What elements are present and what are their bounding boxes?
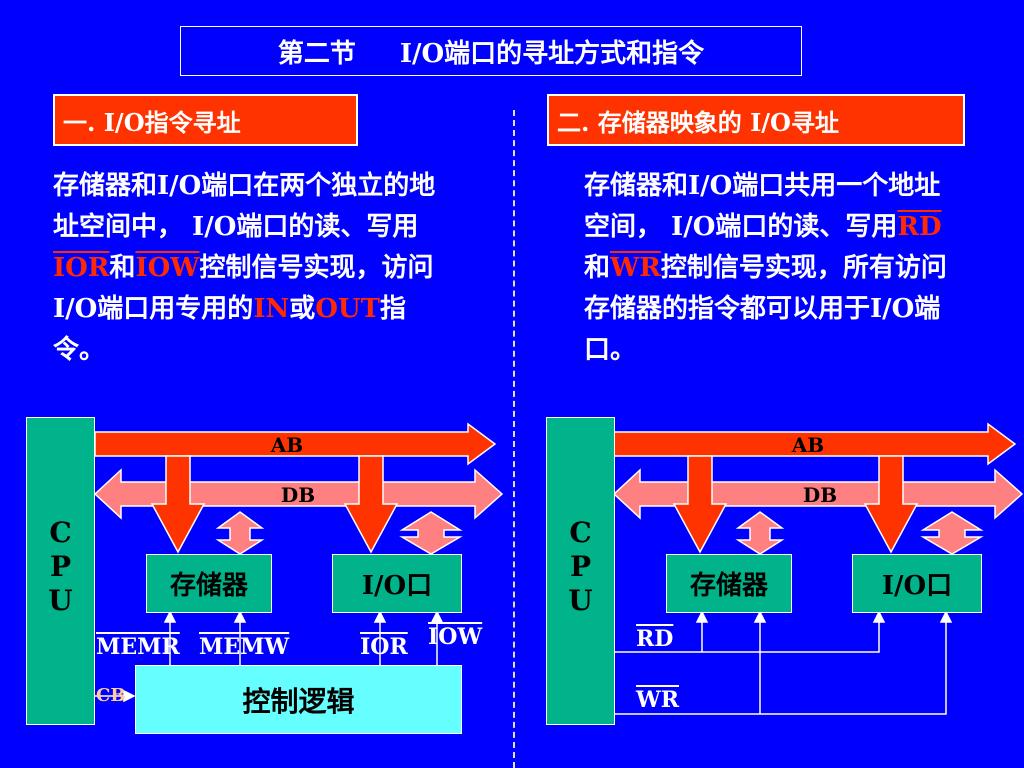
- wr-signal: WR: [636, 687, 679, 713]
- paragraph-text: 存储器和I/O端口共用一个地址空间， I/O端口的读、写用: [584, 171, 941, 242]
- paragraph-text: 控制信号实现，所有访问存储器的指令都可以用于I/O端口。: [584, 253, 947, 365]
- left-ab-label: AB: [270, 433, 304, 457]
- right-mem-data-arrow: [735, 511, 785, 555]
- control-logic-box: 控制逻辑: [135, 665, 462, 734]
- right-mem-address-arrow: [672, 455, 728, 554]
- left-io-address-arrow: [343, 455, 399, 554]
- left-mem-address-arrow: [150, 455, 206, 554]
- right-db-label: DB: [802, 483, 838, 507]
- highlighted-term: IOW: [135, 253, 200, 283]
- iow-signal: IOW: [428, 624, 483, 650]
- cpu-letter: C: [49, 516, 72, 549]
- slide-title: 第二节 I/O端口的寻址方式和指令: [180, 26, 802, 76]
- memr-signal: MEMR: [96, 634, 180, 660]
- paragraph-text: 和: [584, 253, 611, 283]
- paragraph-text: 指令。: [53, 294, 406, 365]
- left-io-data-arrow: [399, 511, 463, 555]
- paragraph-text: 或: [289, 294, 316, 324]
- left-db-label: DB: [280, 483, 316, 507]
- highlighted-term: IOR: [53, 253, 110, 283]
- right-section-heading: 二. 存储器映象的 I/O寻址: [547, 94, 965, 146]
- ior-signal: IOR: [360, 634, 408, 660]
- highlighted-term: OUT: [315, 294, 380, 324]
- left-cpu-block: C P U: [26, 417, 95, 725]
- cpu-letter: P: [569, 550, 592, 583]
- cpu-letter: C: [569, 516, 592, 549]
- memw-signal: MEMW: [199, 634, 290, 660]
- left-description: 存储器和I/O端口在两个独立的地址空间中， I/O端口的读、写用 IOR和IOW控…: [53, 166, 445, 371]
- right-io-data-arrow: [920, 511, 984, 555]
- right-memory-box: 存储器: [666, 554, 792, 613]
- right-io-address-arrow: [863, 455, 919, 554]
- highlighted-term: WR: [610, 253, 661, 283]
- right-address-bus-arrow: [613, 422, 1017, 466]
- highlighted-term: RD: [897, 212, 942, 242]
- rd-signal: RD: [636, 626, 674, 652]
- cpu-letter: P: [49, 550, 72, 583]
- highlighted-term: IN: [253, 294, 290, 324]
- right-description: 存储器和I/O端口共用一个地址空间， I/O端口的读、写用RD 和WR控制信号实现…: [584, 166, 964, 371]
- cpu-letter: U: [48, 584, 73, 617]
- cb-label: CB: [96, 685, 126, 706]
- right-cpu-block: C P U: [546, 417, 615, 725]
- paragraph-text: 控制信号实现，访问I/O端口用专用的: [53, 253, 434, 324]
- column-divider: [513, 110, 515, 768]
- left-address-bus-arrow: [94, 422, 497, 466]
- right-io-port-box: I/O口: [852, 554, 982, 613]
- title-section: 第二节: [277, 38, 356, 69]
- right-ab-label: AB: [791, 433, 825, 457]
- left-io-port-box: I/O口: [332, 554, 462, 613]
- left-memory-box: 存储器: [146, 554, 272, 613]
- cpu-letter: U: [568, 584, 593, 617]
- left-section-heading: 一. I/O指令寻址: [53, 94, 358, 146]
- title-topic: I/O端口的寻址方式和指令: [399, 38, 705, 69]
- paragraph-text: 存储器和I/O端口在两个独立的地址空间中， I/O端口的读、写用: [53, 171, 436, 242]
- left-mem-data-arrow: [215, 511, 265, 555]
- paragraph-text: 和: [109, 253, 136, 283]
